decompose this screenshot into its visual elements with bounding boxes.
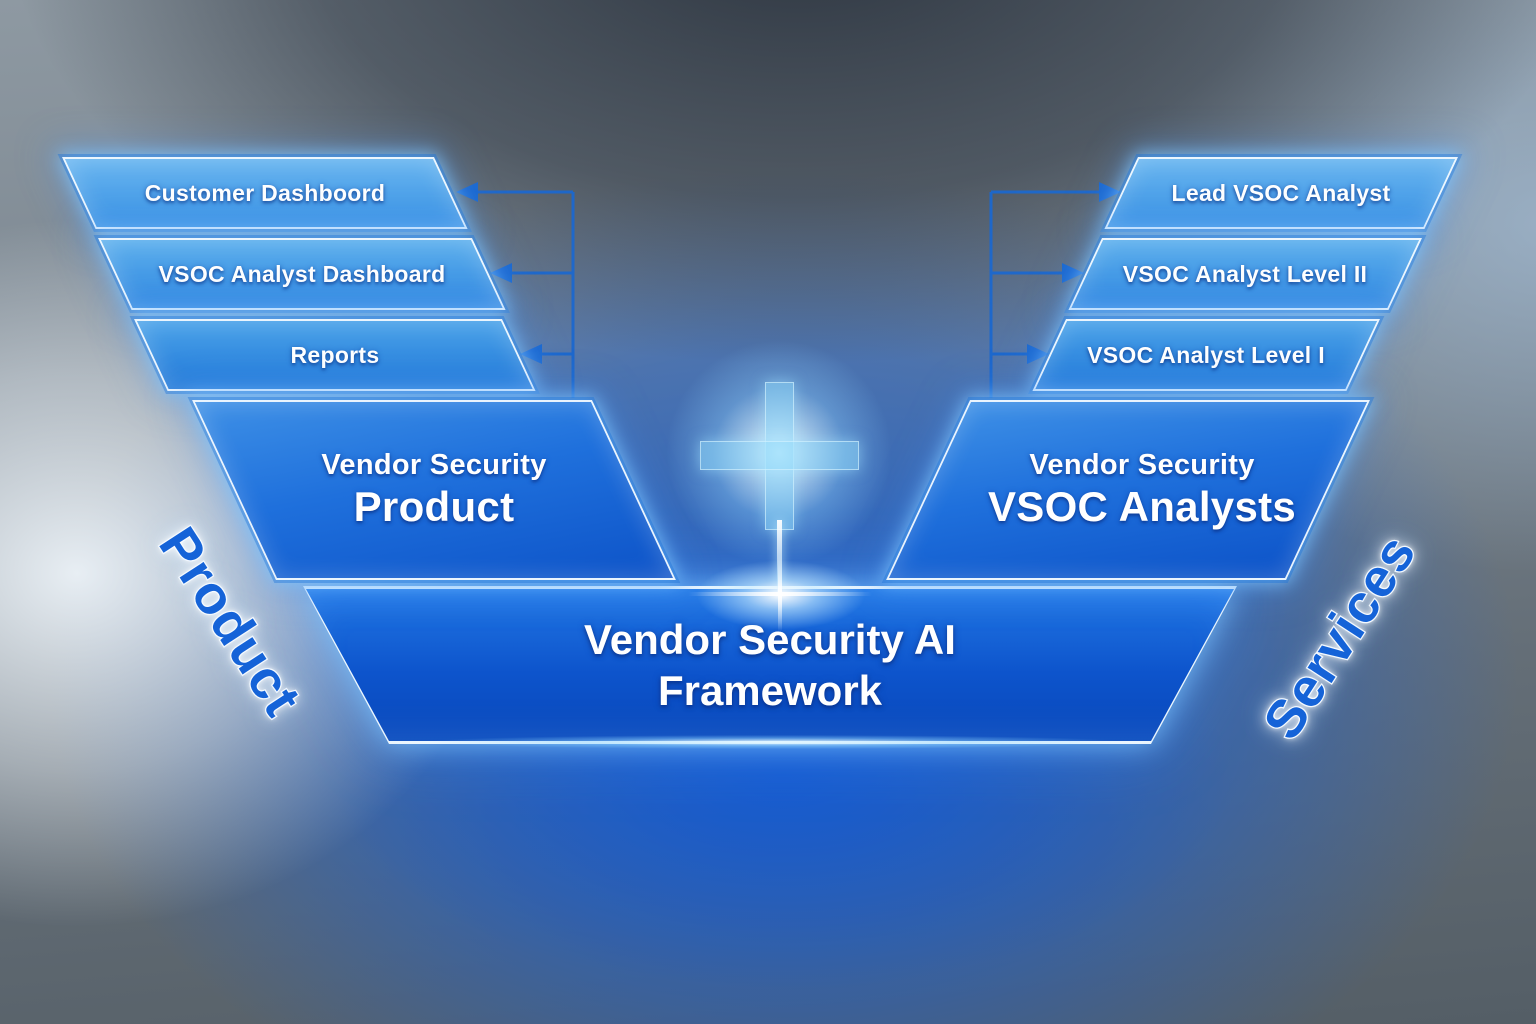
box-vsoc-analyst-dashboard: VSOC Analyst Dashboard	[98, 238, 506, 310]
box-vsoc-analyst-level-2: VSOC Analyst Level II	[1068, 238, 1422, 310]
left-arrowheads	[456, 182, 542, 364]
framework-line2: Framework	[657, 667, 883, 714]
box-label: VSOC Analyst Level I	[1087, 341, 1325, 368]
box-vendor-security-vsoc-analysts: Vendor Security VSOC Analysts	[886, 400, 1370, 580]
box-label: Customer Dashboord	[144, 179, 386, 206]
box-vendor-security-product: Vendor Security Product	[192, 400, 676, 580]
box-label: Reports	[290, 341, 380, 368]
main-box-line2: VSOC Analysts	[987, 483, 1297, 531]
left-connector-lines	[474, 190, 575, 398]
box-reports: Reports	[134, 319, 536, 391]
box-label: VSOC Analyst Dashboard	[158, 260, 446, 287]
plus-glow-icon	[700, 441, 859, 470]
bottom-edge-glow	[430, 735, 1120, 749]
box-label: VSOC Analyst Level II	[1122, 260, 1368, 287]
main-box-line1: Vendor Security	[321, 449, 547, 482]
box-label: Lead VSOC Analyst	[1171, 179, 1391, 206]
box-label: Vendor Security VSOC Analysts	[942, 400, 1342, 580]
main-box-line1: Vendor Security	[1029, 449, 1255, 482]
box-lead-vsoc-analyst: Lead VSOC Analyst	[1104, 157, 1458, 229]
box-vsoc-analyst-level-1: VSOC Analyst Level I	[1032, 319, 1380, 391]
main-box-line2: Product	[353, 483, 515, 531]
right-arrowheads	[1027, 182, 1121, 364]
box-customer-dashboard: Customer Dashboord	[62, 157, 468, 229]
box-label: Vendor Security Product	[234, 400, 634, 580]
right-connector-lines	[989, 190, 1103, 398]
lens-flare-streak-vertical	[778, 556, 782, 632]
